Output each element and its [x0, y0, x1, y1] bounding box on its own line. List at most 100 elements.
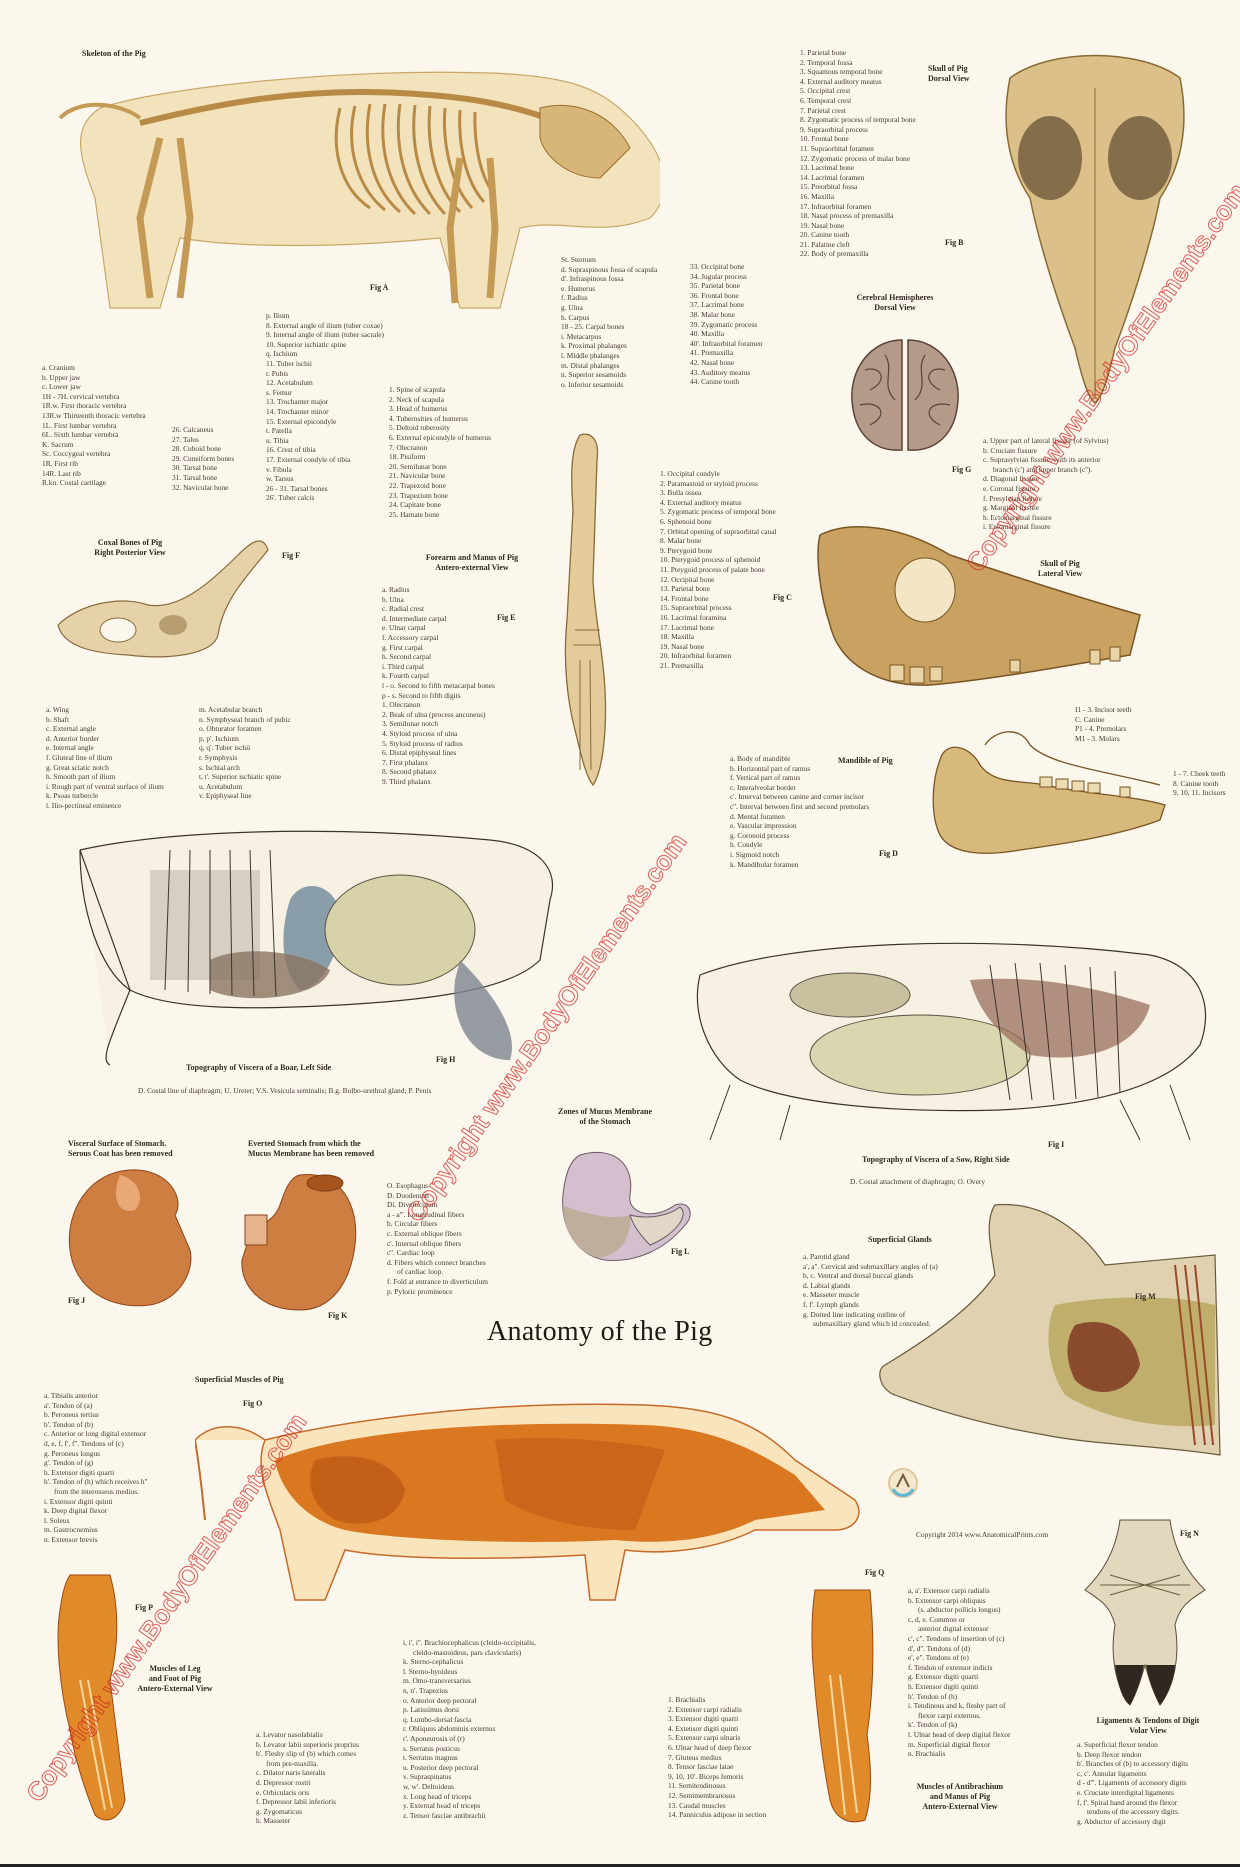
legend-item: h. Extensor digiti quarti — [44, 1467, 115, 1477]
caption-line: Muscles of Antibrachium — [916, 1782, 1004, 1791]
legend-item: r. Symphysis — [199, 752, 238, 762]
legend-item: g'. Tendon of (g) — [44, 1458, 94, 1468]
fig-b-caption: Skull of Pig Dorsal View — [928, 64, 970, 84]
fig-o-caption: Superficial Muscles of Pig — [195, 1375, 284, 1384]
legend-item: 3. Squamous temporal bone — [800, 67, 883, 77]
fig-b-label: Fig B — [945, 238, 964, 247]
legend-item: 1 - 7. Cheek teeth — [1173, 769, 1226, 778]
legend-item: 30. Tarsal bone — [172, 463, 218, 473]
fig-i-caption: Topography of Viscera of a Sow, Right Si… — [862, 1155, 1010, 1164]
legend-item: 22. Trapezoid bone — [389, 480, 446, 490]
legend-item: g. Peroneus longus — [44, 1448, 101, 1458]
legend-item: z. Tensor fasciae antibrachii — [403, 1810, 486, 1820]
legend-item: i. Sigmoid notch — [730, 849, 780, 859]
legend-item: a. Tibialis anterior — [44, 1391, 98, 1400]
fig-k-legend: O. Esophagus D. Duodenum Di. Diverticulu… — [387, 1181, 488, 1296]
legend-item: 1. Occipital condyle — [660, 469, 720, 478]
legend-item: 13. Parietal bone — [660, 584, 710, 594]
legend-item: l. Middle phalanges — [561, 350, 620, 360]
legend-item: 8. External angle of ilium (tuber coxae) — [266, 320, 383, 330]
legend-item: d. Diagonal fissure — [983, 474, 1040, 484]
legend-item: 5. Extensor carpi ulnaris — [668, 1733, 741, 1743]
fig-c-legend: 1. Occipital condyle 2. Paramastoid or s… — [660, 469, 777, 670]
pig-muscles-illustration — [195, 1403, 860, 1601]
legend-item: 1. Parietal bone — [800, 48, 847, 57]
legend-item: 42. Nasal bone — [690, 357, 735, 367]
legend-item: e. Vascular impression — [730, 821, 797, 831]
fig-q-label: Fig Q — [865, 1568, 885, 1577]
fig-a-legend-5: St. Sternum d. Supraspinous fossa of sca… — [561, 255, 657, 389]
legend-item: h'. Tendon of (h) — [908, 1691, 958, 1701]
legend-item: i. Tendinous and k, fleshy part of — [908, 1701, 1006, 1711]
caption-line: Lateral View — [1037, 569, 1083, 578]
legend-item: h'. Tendon of (h) which receives h'' — [44, 1477, 148, 1487]
legend-item: 7. Parietal crest — [800, 105, 846, 115]
legend-item: 14. Lacrimal foramen — [800, 172, 865, 182]
legend-item: 6. External epicondyle of humerus — [389, 432, 492, 442]
legend-item: i, i', i''. Brachiocephalicus (cleido-oc… — [403, 1638, 536, 1647]
legend-item: 2. Paramastoid or styloid process — [660, 478, 758, 488]
legend-item: 23. Trapezium bone — [389, 490, 448, 500]
legend-item: C. Canine — [1075, 714, 1105, 724]
fig-j-caption: Visceral Surface of Stomach. Serous Coat… — [68, 1139, 173, 1159]
legend-item: h. Carpus — [561, 312, 590, 322]
legend-item: 44. Canine tooth — [690, 377, 740, 387]
legend-item: m. Gastrocnemius — [44, 1525, 98, 1535]
forearm-bones-illustration — [564, 433, 607, 787]
legend-item: h. Smooth part of ilium — [46, 772, 116, 782]
legend-item: 32. Navicular bone — [172, 482, 229, 492]
leg-muscles-illustration — [57, 1574, 126, 1821]
legend-item: a. Upper part of lateral fissure (of Syl… — [983, 436, 1109, 445]
legend-item: 41. Premaxilla — [690, 348, 734, 358]
legend-item: g. Abductor of accessory digit — [1077, 1816, 1166, 1826]
legend-item: 5. Deltoid tuberosity — [389, 423, 450, 433]
fig-m-caption: Superficial Glands — [868, 1235, 932, 1244]
legend-item: b, c. Ventral and dorsal buccal glands — [803, 1271, 914, 1281]
legend-item: 18. Nasal process of premaxilla — [800, 211, 894, 221]
legend-item: M1 - 3. Molars — [1075, 733, 1120, 743]
legend-item: 24. Capitate bone — [389, 500, 441, 510]
fig-c-caption: Skull of Pig Lateral View — [1020, 559, 1100, 579]
caption-line: Right Posterior View — [94, 548, 166, 557]
legend-item: 17. Infraorbital foramen — [800, 201, 872, 211]
legend-item: m. Omo-transversarius — [403, 1676, 471, 1686]
caption-line: Antero-External View — [137, 1684, 213, 1693]
legend-item: submaxillary gland which id concealed. — [813, 1319, 931, 1329]
legend-item: (s. abductor pollicis longus) — [918, 1605, 1001, 1615]
legend-item: 9. Supraorbital process — [800, 124, 868, 134]
legend-item: o. Anterior deep pectoral — [403, 1695, 477, 1705]
fig-c-teeth-legend: I1 - 3. Incisor teeth C. Canine P1 - 4. … — [1075, 705, 1131, 743]
legend-item: t. Serratus magnus — [403, 1753, 458, 1763]
legend-item: k. Sterno-cephalicus — [403, 1657, 464, 1667]
legend-item: 14R. Last rib — [42, 468, 81, 478]
legend-item: f. Fold at entrance to diverticulum — [387, 1276, 488, 1286]
legend-item: a, a'. Extensor carpi radialis — [908, 1586, 990, 1595]
legend-item: o. Inferior sesamoids — [561, 379, 624, 389]
stomach-visceral-illustration — [68, 1169, 192, 1307]
legend-item: 8. Tensor fasciae latae — [668, 1762, 734, 1772]
fig-d-label: Fig D — [879, 849, 898, 858]
legend-item: a. Levator nasolabialis — [256, 1730, 323, 1739]
fig-o-label: Fig O — [243, 1399, 263, 1408]
legend-item: 13. Caudal muscles — [668, 1800, 726, 1810]
legend-item: 26 - 31. Tarsal bones — [266, 483, 328, 493]
legend-item: g. Zygomaticus — [256, 1806, 302, 1816]
fig-a-legend-1: a. Cranium b. Upper jaw c. Lower jaw 1H … — [42, 363, 146, 488]
legend-item: 13R.w Thirteenth thoracic vertebra — [42, 410, 146, 420]
legend-item: 1. Spine of scapula — [389, 385, 446, 394]
legend-item: f. Gluteal line of ilium — [46, 752, 113, 762]
digit-ligaments-illustration — [1084, 1519, 1206, 1706]
legend-item: 11. Tuber ischii — [266, 358, 312, 368]
legend-item: l. Soleus — [44, 1515, 70, 1525]
legend-item: i. Rough part of ventral surface of iliu… — [46, 781, 164, 791]
legend-item: e. Humerus — [561, 283, 596, 293]
legend-item: 15. Supraorbital process — [660, 603, 732, 613]
legend-item: 7. Gluteus medius — [668, 1752, 722, 1762]
skull-lateral-illustration — [817, 526, 1141, 686]
legend-item: k. Mandibular foramen — [730, 859, 799, 869]
legend-item: 34. Jugular process — [690, 271, 747, 281]
legend-item: f. Accessory carpal — [382, 632, 439, 642]
legend-item: 4. External auditory meatus — [800, 76, 882, 86]
caption-line: Coxal Bones of Pig — [97, 538, 163, 547]
caption-line: Dorsal View — [874, 303, 916, 312]
